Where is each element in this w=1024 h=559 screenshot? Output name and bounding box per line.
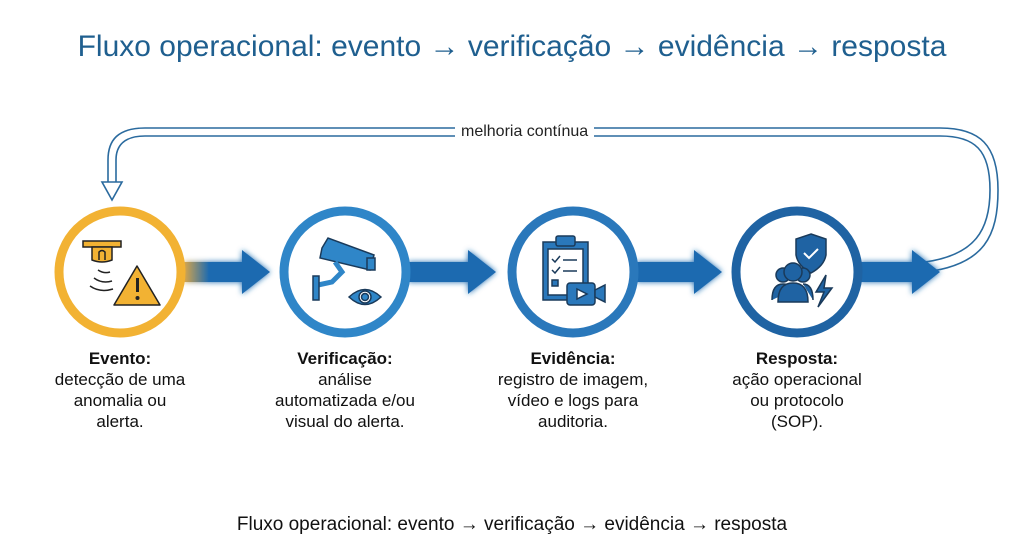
step-title: Verificação:: [297, 349, 393, 368]
step-verificacao: Verificação: análise automatizada e/ou v…: [245, 348, 445, 432]
step-desc: vídeo e logs para: [507, 391, 639, 410]
step-desc: ação operacional: [732, 370, 862, 389]
smoke-detector-warning-icon: [82, 240, 161, 306]
step-desc: análise: [318, 370, 372, 389]
step-title: Evidência:: [530, 349, 616, 368]
flow-arrow-4: [860, 250, 940, 294]
event-circle: [54, 206, 186, 338]
step-desc: (SOP).: [771, 412, 823, 431]
flow-arrow-1: [184, 250, 270, 294]
step-desc: anomalia ou: [73, 391, 167, 410]
improvement-loop-arrow: [100, 127, 999, 273]
clipboard-video-icon: [542, 235, 606, 306]
loop-label: melhoria contínua: [455, 123, 595, 141]
step-desc: ou protocolo: [750, 391, 844, 410]
step-desc: alerta.: [96, 412, 144, 431]
camera-eye-icon: [312, 237, 383, 306]
step-desc: auditoria.: [538, 412, 608, 431]
flow-arrow-2: [408, 250, 496, 294]
step-desc: registro de imagem,: [497, 370, 649, 389]
page-title: Fluxo operacional: evento → verificação …: [77, 30, 947, 63]
step-desc: automatizada e/ou: [275, 391, 415, 410]
step-evidencia: Evidência: registro de imagem, vídeo e l…: [473, 348, 673, 432]
step-resposta: Resposta: ação operacional ou protocolo …: [697, 348, 897, 432]
team-shield-bolt-icon: [771, 233, 834, 308]
step-evento: Evento: detecção de uma anomalia ou aler…: [20, 348, 220, 432]
caption: Fluxo operacional: evento → verificação …: [236, 514, 788, 535]
step-desc: detecção de uma: [54, 370, 186, 389]
step-desc: visual do alerta.: [285, 412, 405, 431]
step-title: Evento:: [88, 349, 152, 368]
step-title: Resposta:: [755, 349, 839, 368]
flow-arrow-3: [636, 250, 722, 294]
